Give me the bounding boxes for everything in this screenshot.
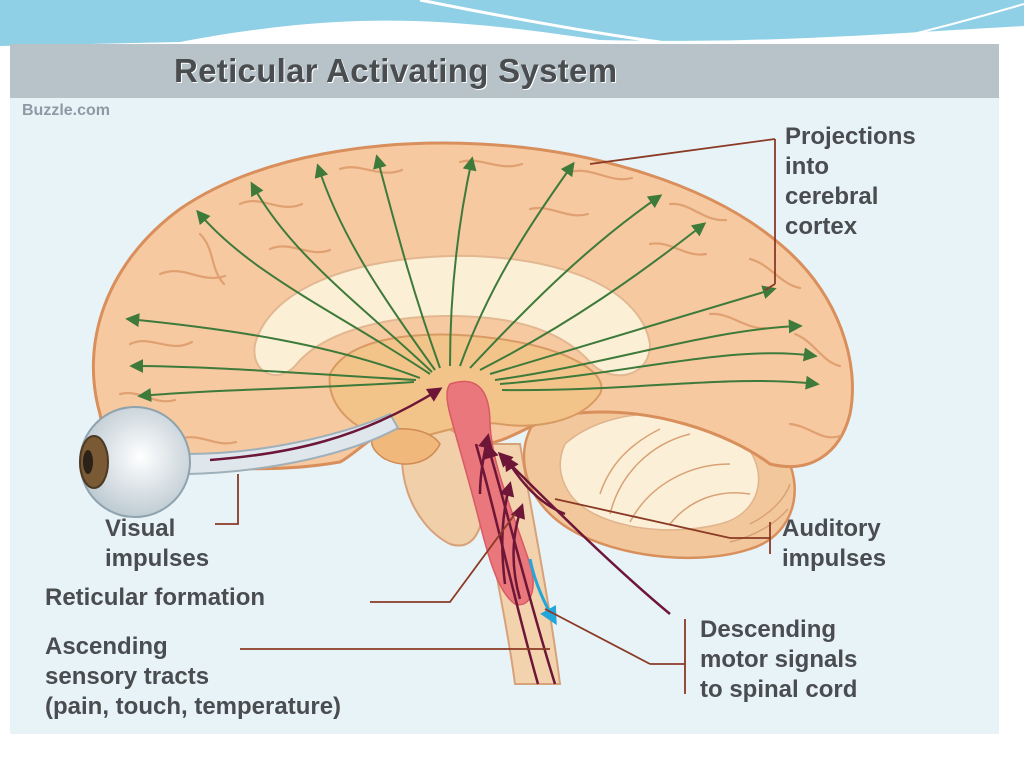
label-ascending-tracts: Ascending sensory tracts (pain, touch, t… [45, 632, 341, 722]
label-ascending-line: (pain, touch, temperature) [45, 693, 342, 720]
label-projections: Projections into cerebral cortex [785, 122, 916, 242]
label-ascending-line: sensory tracts [45, 663, 210, 690]
brain-diagram [79, 138, 854, 694]
watermark: Buzzle.com [22, 102, 111, 119]
label-ascending-line: Ascending [45, 633, 168, 660]
diagram-panel: Reticular Activating System Buzzle.com [10, 44, 999, 734]
label-visual-line: impulses [105, 545, 210, 572]
top-wave-decoration [0, 0, 1024, 46]
cerebellum-folia [599, 428, 791, 543]
optic-nerve [187, 412, 400, 476]
label-auditory-impulses: Auditory impulses [782, 514, 886, 574]
page-title: Reticular Activating System [174, 52, 618, 89]
top-wave-highlight-2 [879, 3, 1024, 43]
label-reticular-formation: Reticular formation [45, 583, 265, 613]
label-descending-line: motor signals [700, 646, 858, 673]
label-visual-line: Visual [105, 515, 176, 542]
label-visual-impulses: Visual impulses [105, 514, 209, 574]
leader-lines [215, 138, 776, 694]
label-projections-line: Projections [785, 123, 916, 150]
sensory-pathways [209, 387, 671, 685]
projection-arrows [125, 154, 820, 402]
label-projections-line: cortex [785, 213, 858, 240]
label-projections-line: into [785, 153, 829, 180]
label-descending-line: to spinal cord [700, 676, 858, 703]
title-bar [10, 44, 999, 98]
label-projections-line: cerebral [785, 183, 879, 210]
label-auditory-line: impulses [782, 545, 887, 572]
eye-iris [79, 435, 109, 489]
top-wave-highlight [419, 0, 661, 44]
label-descending-motor: Descending motor signals to spinal cord [700, 615, 857, 705]
label-reticular-line: Reticular formation [45, 584, 266, 611]
descending-motor-arrow [528, 558, 557, 626]
label-auditory-line: Auditory [782, 515, 881, 542]
label-descending-line: Descending [700, 616, 837, 643]
eye-pupil [83, 450, 93, 474]
hypothalamus [370, 428, 441, 465]
